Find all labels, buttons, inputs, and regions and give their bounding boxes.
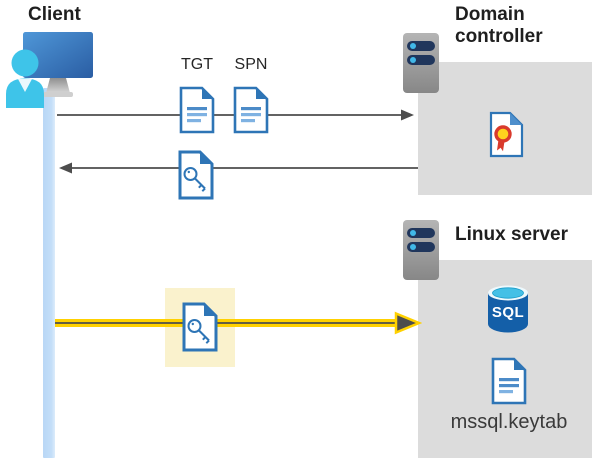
key-ticket-icon-auth [180,301,220,353]
monitor-icon [23,32,93,78]
sql-label: SQL [492,304,524,321]
client-timeline [43,88,55,458]
key-ticket-icon-response [176,149,216,201]
linux-server-icon [402,219,440,281]
client-computer-icon [6,30,98,110]
response-arrow [55,159,420,177]
keytab-file-icon [487,357,531,405]
linux-server-label: Linux server [455,224,568,245]
tgt-ticket-icon [177,86,217,134]
domain-controller-label: Domain controller [455,4,543,47]
tgt-label: TGT [181,56,213,73]
auth-arrow-yellow [55,311,422,335]
monitor-stand [46,78,70,93]
spn-ticket-icon [231,86,271,134]
spn-label: SPN [234,56,268,73]
certificate-icon [488,111,525,158]
request-arrow [55,106,417,124]
person-icon [6,49,44,108]
client-label: Client [28,4,81,25]
keytab-filename-label: mssql.keytab [450,411,568,433]
sql-database-icon: SQL [486,284,530,334]
domain-controller-server-icon [402,32,440,94]
